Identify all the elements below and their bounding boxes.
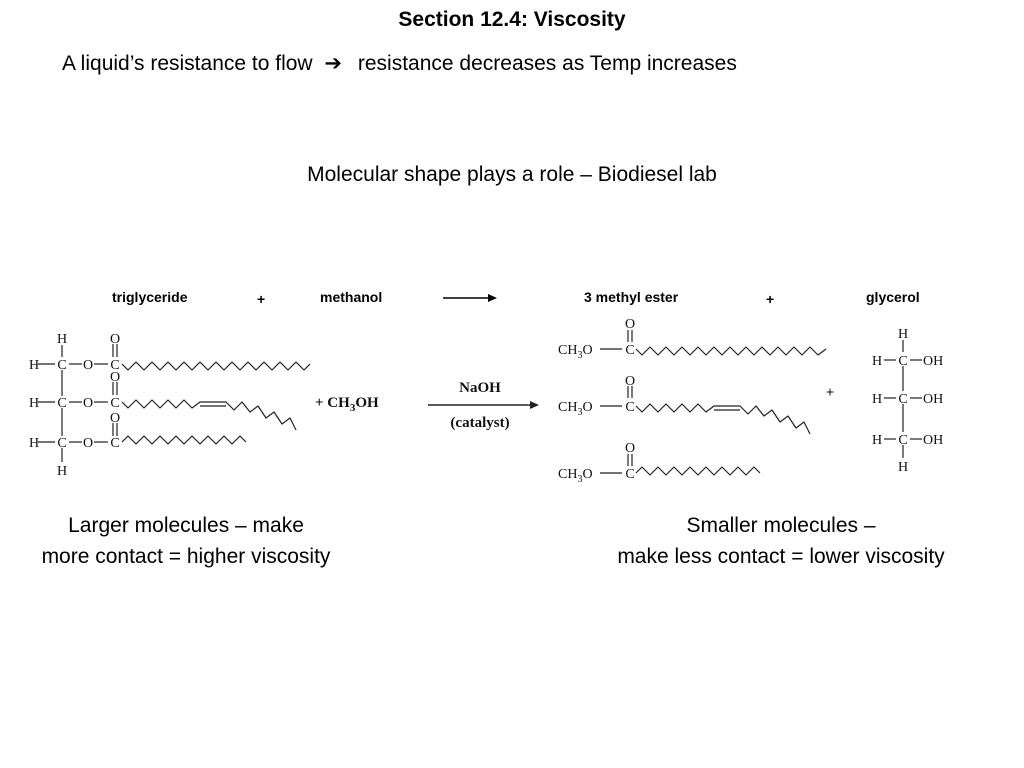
catalyst-arrow-icon <box>530 401 539 409</box>
smaller-molecules-caption: Smaller molecules – make less contact = … <box>570 510 992 572</box>
atom-h: H <box>29 436 39 451</box>
viscosity-definition: A liquid’s resistance to flow ➔ resistan… <box>62 51 737 76</box>
hydroxyl-group: OH <box>923 354 943 369</box>
atom-c: C <box>110 396 119 411</box>
atom-c: C <box>898 354 907 369</box>
label-triglyceride: triglyceride <box>112 289 188 305</box>
methyl-group: CH3O <box>558 343 593 361</box>
atom-o: O <box>110 370 120 385</box>
label-methyl-ester: 3 methyl ester <box>584 289 679 305</box>
label-glycerol: glycerol <box>866 289 920 305</box>
atom-h: H <box>898 460 908 475</box>
hydroxyl-group: OH <box>923 433 943 448</box>
atom-h: H <box>29 358 39 373</box>
atom-h: H <box>57 464 67 479</box>
methanol-formula: + CH3OH <box>315 395 379 414</box>
atom-o: O <box>110 332 120 347</box>
atom-h: H <box>57 332 67 347</box>
definition-text: A liquid’s resistance to flow <box>62 52 313 75</box>
caption-line: make less contact = lower viscosity <box>617 545 945 568</box>
slide-title: Section 12.4: Viscosity <box>398 8 626 31</box>
atom-c: C <box>110 436 119 451</box>
atom-h: H <box>872 392 882 407</box>
atom-o: O <box>83 396 93 411</box>
atom-o: O <box>83 436 93 451</box>
label-plus-1: + <box>257 291 266 307</box>
products-plus: + <box>826 385 835 401</box>
atom-h: H <box>872 433 882 448</box>
temperature-note: resistance decreases as Temp increases <box>357 52 737 75</box>
atom-h: H <box>872 354 882 369</box>
caption-line: Larger molecules – make <box>68 514 304 537</box>
atom-h: H <box>898 327 908 342</box>
arrow-icon: ➔ <box>324 52 343 75</box>
label-arrow-icon <box>443 294 497 302</box>
catalyst-note: (catalyst) <box>450 415 509 431</box>
atom-o: O <box>625 441 635 456</box>
caption-line: Smaller molecules – <box>686 514 876 537</box>
atom-o: O <box>625 374 635 389</box>
caption-line: more contact = higher viscosity <box>41 545 331 568</box>
atom-c: C <box>57 396 66 411</box>
larger-molecules-caption: Larger molecules – make more contact = h… <box>0 510 372 572</box>
atom-c: C <box>625 400 634 415</box>
atom-c: C <box>110 358 119 373</box>
methyl-group: CH3O <box>558 400 593 418</box>
atom-o: O <box>625 317 635 332</box>
atom-h: H <box>29 396 39 411</box>
atom-o: O <box>83 358 93 373</box>
label-plus-2: + <box>766 291 775 307</box>
molecular-shape-note: Molecular shape plays a role – Biodiesel… <box>307 163 717 186</box>
label-methanol: methanol <box>320 289 383 305</box>
hydroxyl-group: OH <box>923 392 943 407</box>
catalyst-name: NaOH <box>459 380 501 396</box>
atom-c: C <box>898 433 907 448</box>
atom-o: O <box>110 411 120 426</box>
atom-c: C <box>625 467 634 482</box>
methyl-group: CH3O <box>558 467 593 485</box>
atom-c: C <box>898 392 907 407</box>
atom-c: C <box>57 436 66 451</box>
atom-c: C <box>625 343 634 358</box>
atom-c: C <box>57 358 66 373</box>
